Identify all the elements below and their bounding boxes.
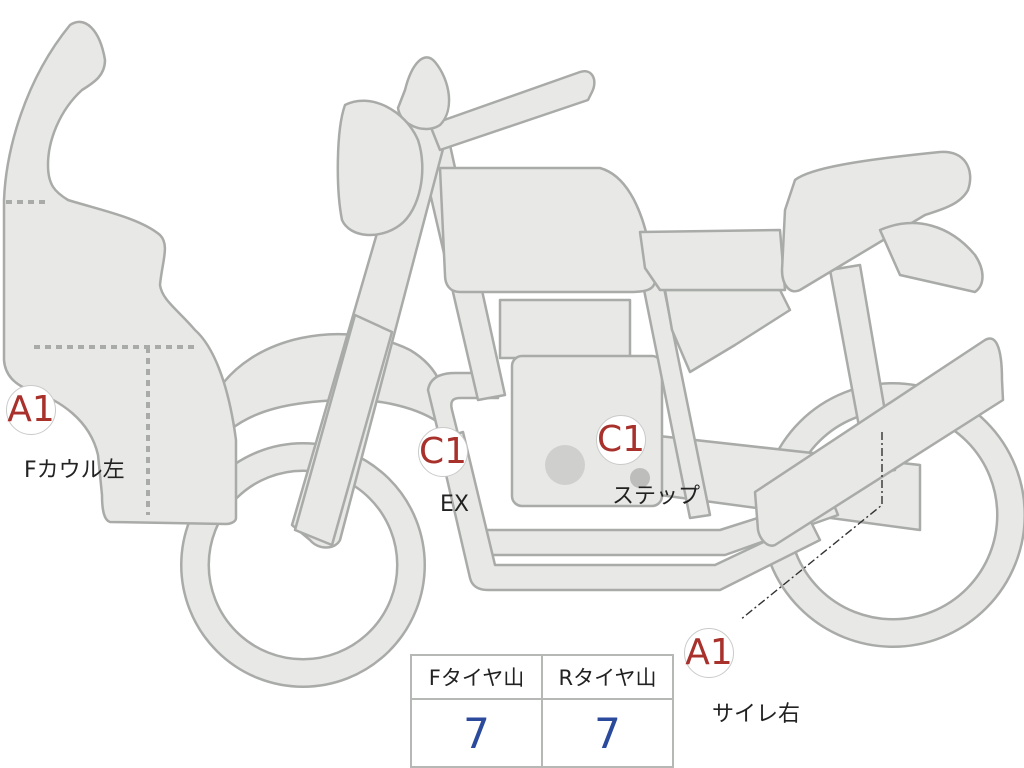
damage-mark-label: Fカウル左 (24, 458, 125, 483)
damage-mark-code: A1 (685, 632, 733, 673)
damage-mark-label: サイレ右 (712, 702, 801, 727)
tire-tread-table: Fタイヤ山 Rタイヤ山 7 7 (410, 654, 674, 768)
damage-mark-code: A1 (7, 389, 55, 430)
table-row: Fタイヤ山 Rタイヤ山 (410, 654, 674, 700)
damage-mark-label: EX (440, 492, 469, 517)
front-tire-header: Fタイヤ山 (410, 654, 543, 700)
front-wheel (180, 442, 426, 688)
fork-guard (293, 313, 394, 547)
table-row: 7 7 (410, 698, 674, 768)
cowl-dotted-lines (6, 200, 194, 515)
front-tire-value: 7 (410, 698, 543, 768)
front-cowl (2, 20, 238, 526)
muffler (753, 337, 1005, 547)
damage-mark-label: ステップ (612, 484, 701, 509)
rear-tire-value: 7 (541, 698, 674, 768)
headlight (336, 99, 424, 237)
tail-cowl (878, 221, 984, 294)
handlebar (428, 69, 596, 152)
damage-mark-badge: A1 (6, 385, 56, 435)
muffler-leader-line (739, 432, 883, 621)
damage-mark-badge: C1 (596, 415, 646, 465)
rear-tire-header: Rタイヤ山 (541, 654, 674, 700)
seat-front (638, 228, 787, 292)
seat-rear (780, 150, 972, 293)
damage-mark-badge: C1 (418, 427, 468, 477)
damage-mark-code: C1 (418, 431, 468, 472)
damage-mark-code: C1 (596, 419, 646, 460)
exhaust-pipe-lower (436, 430, 822, 592)
side-cover (663, 288, 792, 374)
damage-mark-badge: A1 (684, 628, 734, 678)
mirror (396, 56, 451, 131)
fuel-tank (438, 166, 657, 294)
